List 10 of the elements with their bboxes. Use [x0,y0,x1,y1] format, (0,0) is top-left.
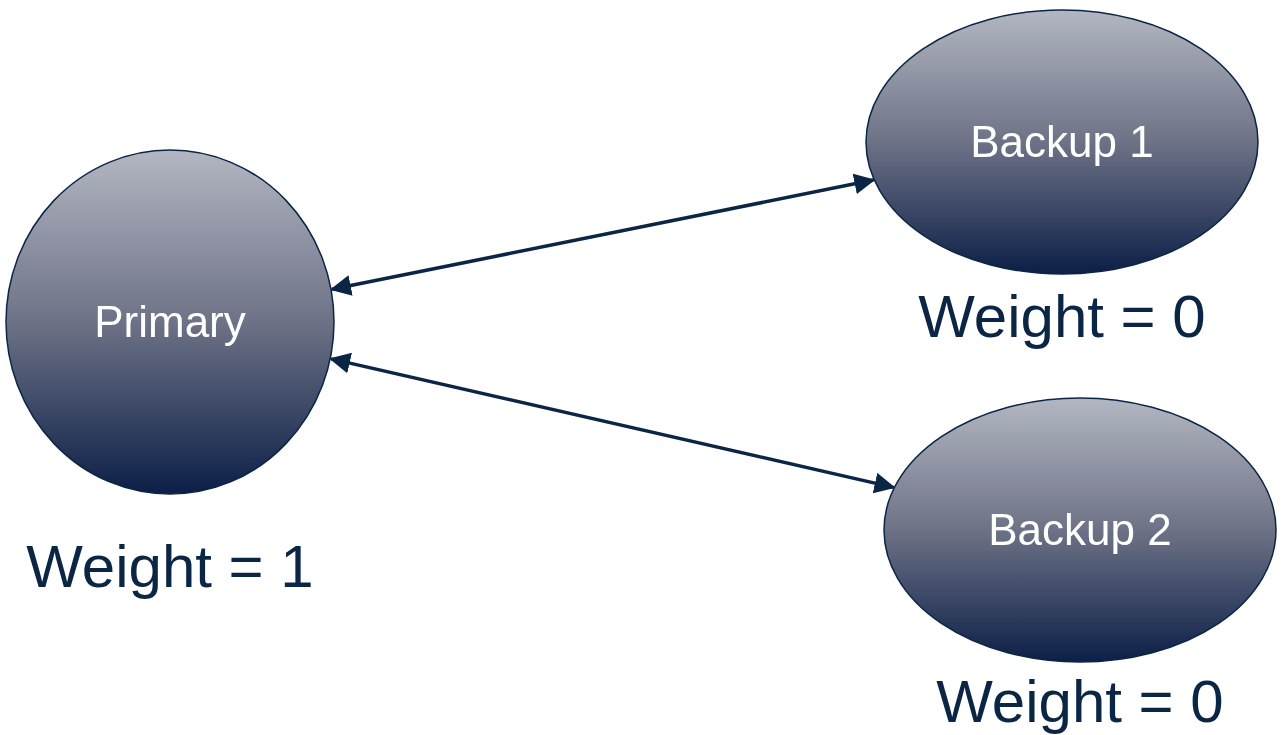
node-ellipse [865,9,1259,275]
node-ellipse [883,397,1277,663]
weight-label: Weight = 0 [918,282,1206,351]
node-ellipse [5,149,335,495]
weight-label: Weight = 1 [26,532,314,601]
node-label: Backup 2 [987,505,1173,555]
node-label: Backup 1 [969,117,1155,167]
weight-label: Weight = 0 [936,667,1224,735]
node-label: Primary [93,297,247,347]
double-arrow [329,352,896,494]
